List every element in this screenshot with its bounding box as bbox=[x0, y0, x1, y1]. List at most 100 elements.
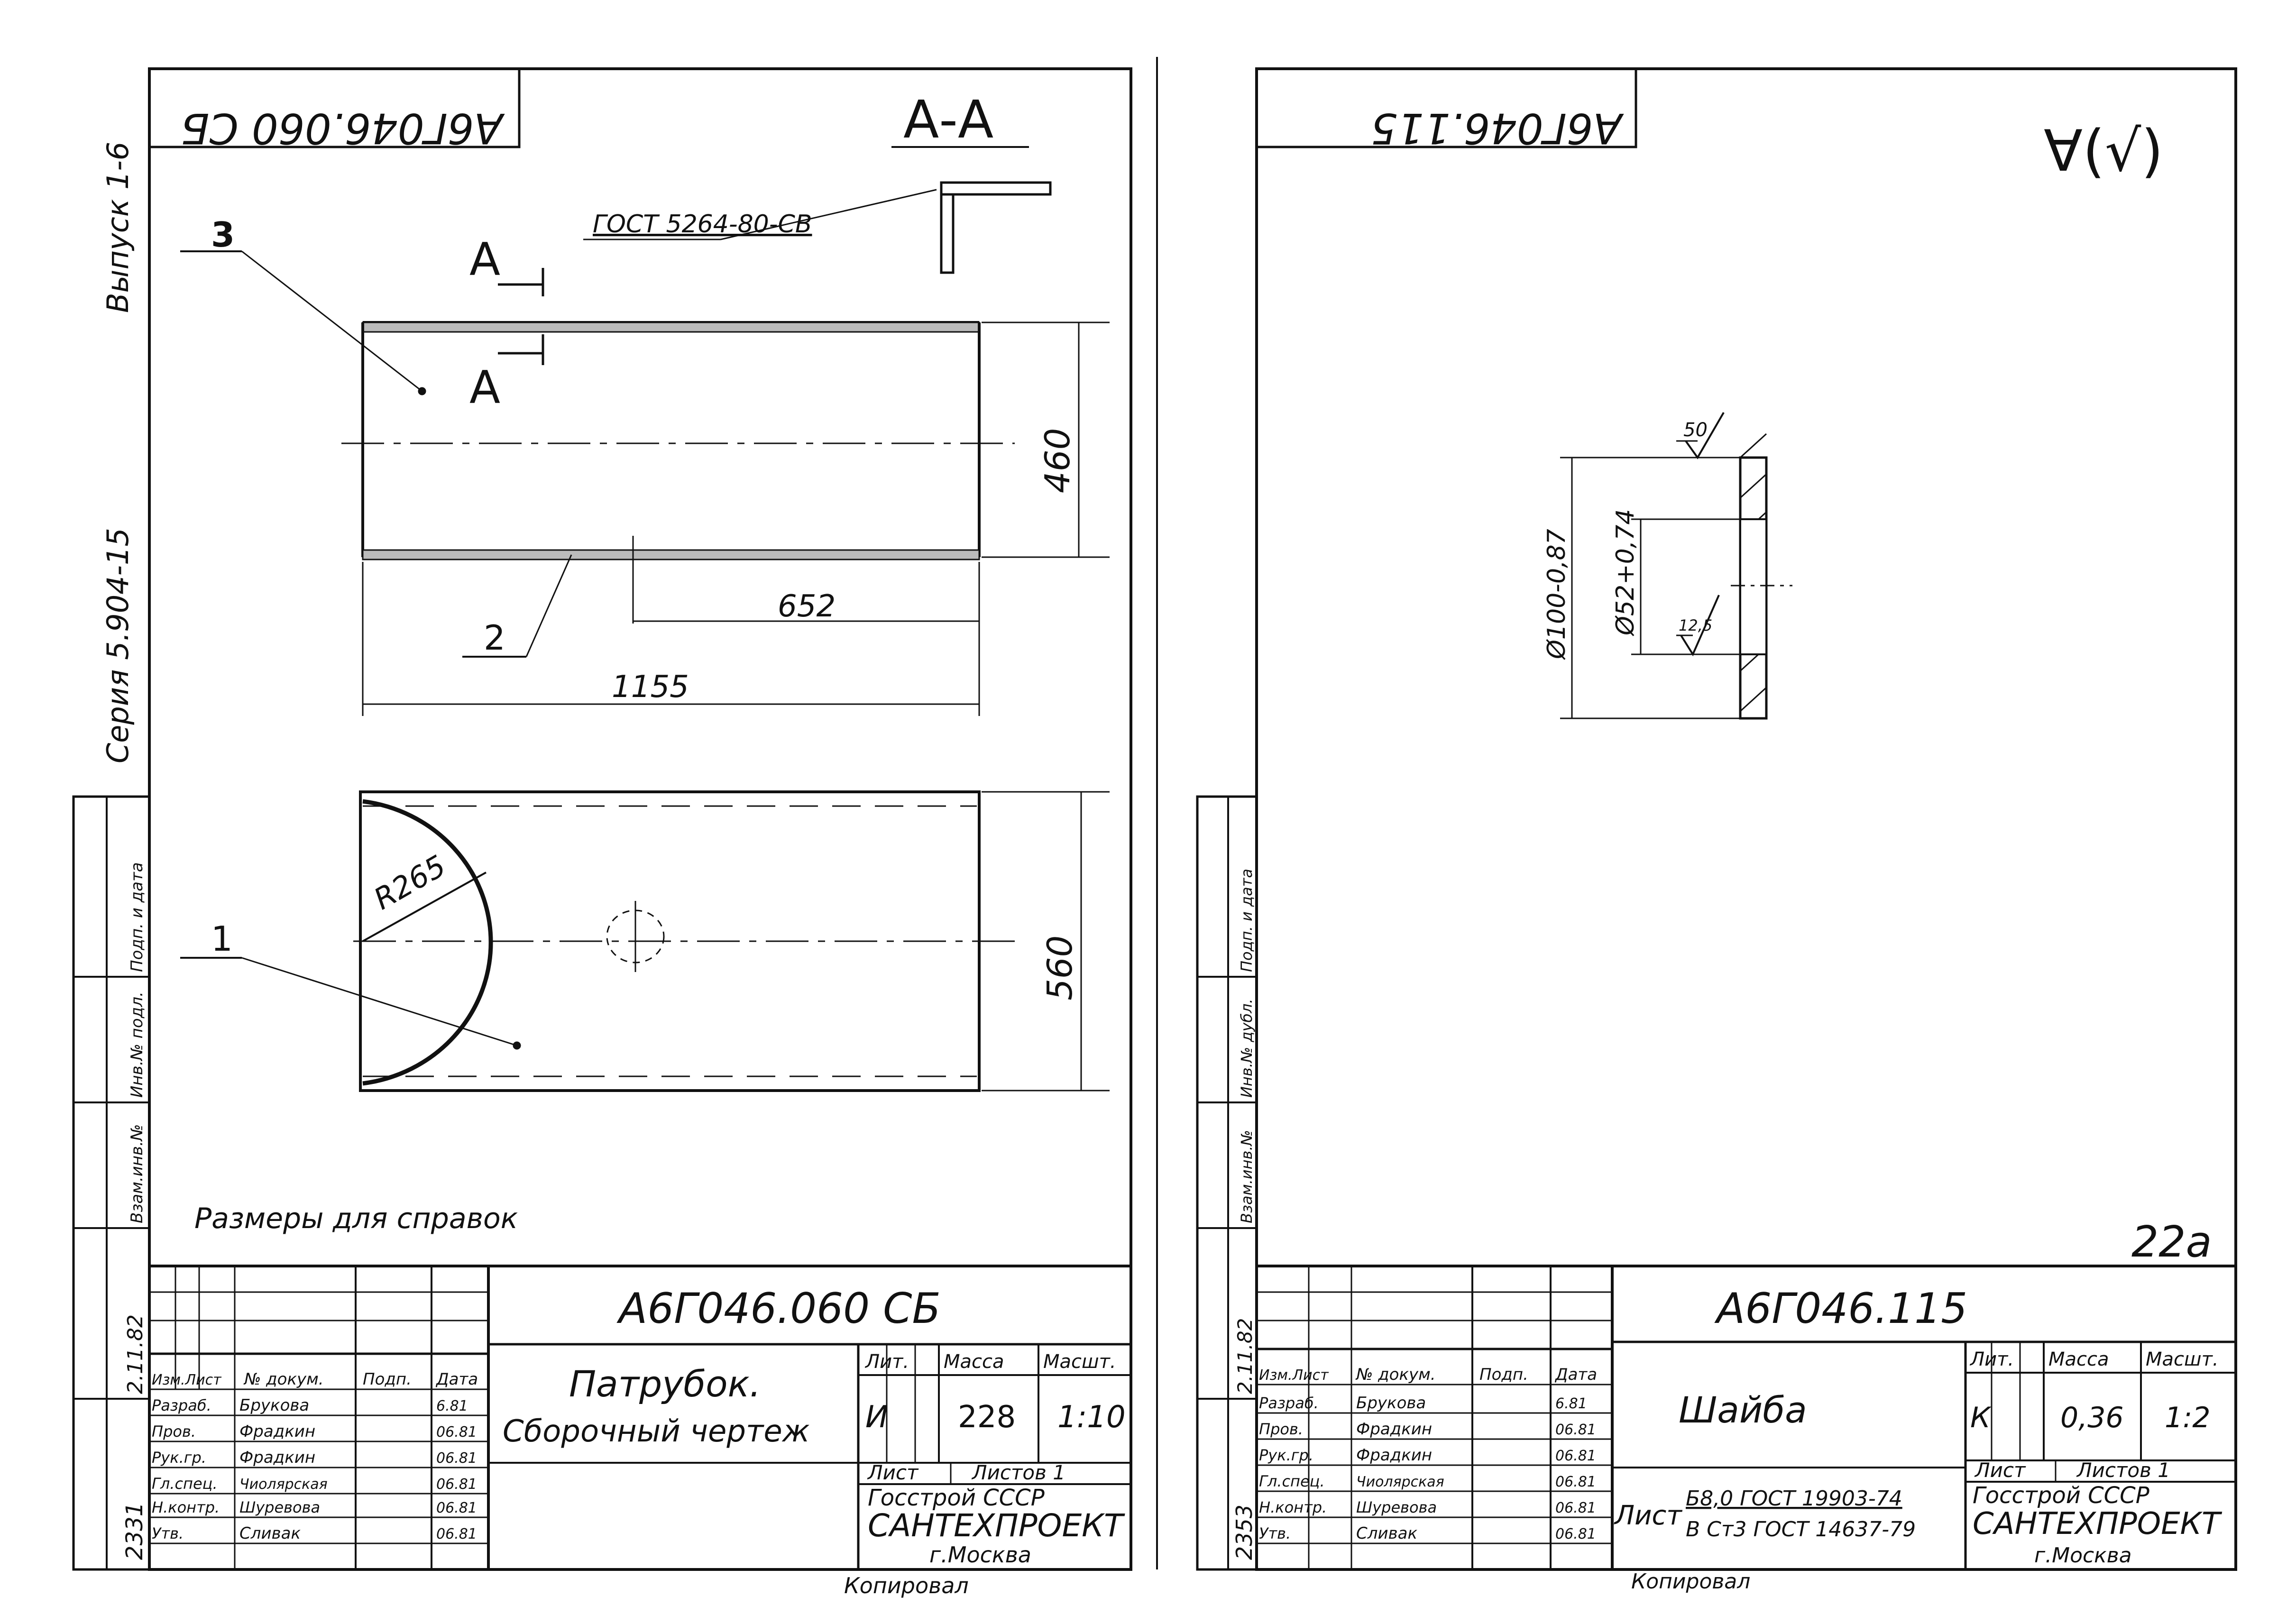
right-side-stamp-2: Инв.№ дубл. bbox=[1238, 999, 1256, 1098]
left-sig-name-6: Сливак bbox=[239, 1524, 301, 1543]
right-sig-date-1: 6.81 bbox=[1555, 1395, 1587, 1412]
right-side-num: 2353 bbox=[1231, 1505, 1257, 1560]
left-code-box bbox=[148, 67, 521, 148]
right-rough-inner: 12,5 bbox=[1679, 616, 1712, 634]
right-sig-h2: № докум. bbox=[1355, 1365, 1436, 1384]
left-title-line1: Патрубок. bbox=[569, 1363, 761, 1405]
left-code-rotated: А6Г046.060 СБ bbox=[181, 104, 505, 153]
left-note: Размеры для справок bbox=[194, 1202, 518, 1235]
left-sig-date-4: 06.81 bbox=[436, 1476, 477, 1493]
right-code-rotated: А6Г046.115 bbox=[1371, 104, 1624, 153]
left-sig-role-6: Утв. bbox=[152, 1524, 184, 1542]
right-side-date: 2.11.82 bbox=[1233, 1318, 1257, 1394]
right-side-stamp-3: Подп. и дата bbox=[1238, 869, 1256, 972]
right-sig-name-1: Брукова bbox=[1356, 1394, 1426, 1413]
right-dim-outer: Ø100-0,87 bbox=[1543, 529, 1571, 660]
right-sig-h4: Дата bbox=[1554, 1365, 1597, 1384]
left-sig-h3: Подп. bbox=[363, 1370, 412, 1389]
right-sig-date-4: 06.81 bbox=[1555, 1474, 1596, 1490]
left-org-line1: Госстрой СССР bbox=[868, 1485, 1045, 1511]
left-sig-role-1: Разраб. bbox=[152, 1396, 211, 1414]
right-sig-name-2: Фрадкин bbox=[1356, 1420, 1432, 1439]
right-sig-name-6: Сливак bbox=[1356, 1524, 1417, 1543]
right-header-lit: Лит. bbox=[1969, 1349, 2014, 1370]
left-side-date: 2.11.82 bbox=[123, 1314, 147, 1394]
right-drawing bbox=[1196, 67, 2237, 1571]
left-sig-name-5: Шуревова bbox=[239, 1498, 320, 1516]
left-sig-h1: Изм.Лист bbox=[152, 1372, 222, 1388]
left-drawing bbox=[72, 67, 1132, 1571]
left-section-label: А-А bbox=[903, 89, 993, 150]
left-text: А6Г046.060 СБ А-А ГОСТ 5264-80-СВ А А Вы… bbox=[101, 89, 1126, 1598]
right-material-prefix: Лист bbox=[1614, 1500, 1682, 1531]
left-sig-role-3: Рук.гр. bbox=[152, 1449, 206, 1467]
right-sig-date-3: 06.81 bbox=[1555, 1448, 1596, 1464]
left-callout-2: 2 bbox=[484, 618, 505, 658]
right-sig-h3: Подп. bbox=[1479, 1365, 1528, 1384]
left-dim-460: 460 bbox=[1038, 428, 1077, 493]
left-sig-role-5: Н.контр. bbox=[152, 1498, 220, 1516]
right-org-line2: САНТЕХПРОЕКТ bbox=[1973, 1506, 2223, 1541]
right-sheet-label: Лист bbox=[1974, 1459, 2026, 1482]
right-sig-name-4: Чиолярская bbox=[1356, 1474, 1444, 1490]
left-org-line3: г.Москва bbox=[929, 1542, 1031, 1568]
right-sig-role-3: Рук.гр. bbox=[1259, 1446, 1313, 1464]
right-scale: 1:2 bbox=[2165, 1401, 2211, 1434]
right-sig-date-6: 06.81 bbox=[1555, 1526, 1596, 1542]
right-rough-top: 50 bbox=[1683, 419, 1708, 441]
right-header-scale: Масшт. bbox=[2146, 1349, 2219, 1370]
left-org-line2: САНТЕХПРОЕКТ bbox=[868, 1507, 1125, 1544]
left-title-line2: Сборочный чертеж bbox=[503, 1414, 810, 1449]
right-code-box bbox=[1255, 67, 1637, 148]
left-side-stamp-2: Инв.№ подл. bbox=[128, 991, 147, 1098]
right-lit-value: К bbox=[1970, 1401, 1992, 1434]
right-doc-code: А6Г046.115 bbox=[1714, 1284, 1967, 1333]
left-callout-1: 1 bbox=[211, 919, 233, 959]
right-sig-role-5: Н.контр. bbox=[1259, 1498, 1327, 1516]
right-mass: 0,36 bbox=[2060, 1401, 2124, 1434]
left-sig-date-2: 06.81 bbox=[436, 1424, 477, 1440]
left-bottom-text: Копировал bbox=[844, 1573, 969, 1598]
left-side-stamp-1: Взам.инв.№ bbox=[128, 1124, 147, 1223]
left-sig-name-3: Фрадкин bbox=[239, 1448, 315, 1467]
right-material-line1: Б8,0 ГОСТ 19903-74 bbox=[1686, 1486, 1902, 1511]
left-scale: 1:10 bbox=[1057, 1400, 1126, 1435]
left-series-text: Серия 5.904-15 bbox=[101, 528, 135, 763]
right-sig-name-3: Фрадкин bbox=[1356, 1446, 1432, 1465]
left-sig-date-5: 06.81 bbox=[436, 1500, 477, 1516]
left-sig-name-4: Чиолярская bbox=[239, 1476, 328, 1493]
left-section-mark-bottom: А bbox=[469, 362, 500, 414]
left-sheet-label: Лист bbox=[867, 1461, 919, 1484]
left-lit-value: И bbox=[865, 1400, 888, 1435]
right-bottom-text: Копировал bbox=[1631, 1569, 1750, 1594]
right-header-mass: Масса bbox=[2048, 1349, 2109, 1370]
right-side-stamp-1: Взам.инв.№ bbox=[1238, 1130, 1256, 1223]
left-sig-date-1: 6.81 bbox=[436, 1398, 468, 1414]
right-text: А6Г046.115 ∀(√) Ø100-0,87 Ø52+0,74 50 12… bbox=[1231, 104, 2223, 1594]
right-material-line2: В Ст3 ГОСТ 14637-79 bbox=[1686, 1517, 1916, 1541]
left-sig-name-1: Брукова bbox=[239, 1396, 309, 1415]
right-sig-role-1: Разраб. bbox=[1259, 1394, 1319, 1412]
left-side-stamp-3: Подп. и дата bbox=[128, 862, 147, 972]
right-sig-h1: Изм.Лист bbox=[1259, 1367, 1329, 1384]
left-sig-role-4: Гл.спец. bbox=[152, 1475, 218, 1493]
left-sig-h2: № докум. bbox=[243, 1370, 324, 1389]
left-issue-text: Выпуск 1-6 bbox=[101, 142, 135, 313]
right-sig-date-2: 06.81 bbox=[1555, 1422, 1596, 1438]
right-title: Шайба bbox=[1679, 1389, 1807, 1431]
right-roughness-note: ∀(√) bbox=[2044, 119, 2163, 184]
right-sig-role-4: Гл.спец. bbox=[1259, 1472, 1325, 1490]
left-sig-date-6: 06.81 bbox=[436, 1526, 477, 1542]
left-weld-note: ГОСТ 5264-80-СВ bbox=[593, 210, 812, 239]
left-mass: 228 bbox=[958, 1400, 1016, 1435]
left-sig-date-3: 06.81 bbox=[436, 1450, 477, 1467]
right-page-num: 22а bbox=[2131, 1217, 2212, 1267]
right-sheets-label: Листов 1 bbox=[2076, 1459, 2170, 1482]
left-sheets-label: Листов 1 bbox=[971, 1461, 1065, 1484]
left-side-num: 2331 bbox=[121, 1502, 148, 1560]
left-sig-name-2: Фрадкин bbox=[239, 1422, 315, 1441]
left-dim-1155: 1155 bbox=[612, 670, 689, 705]
left-doc-code: А6Г046.060 СБ bbox=[616, 1284, 941, 1333]
left-header-scale: Масшт. bbox=[1043, 1351, 1116, 1373]
